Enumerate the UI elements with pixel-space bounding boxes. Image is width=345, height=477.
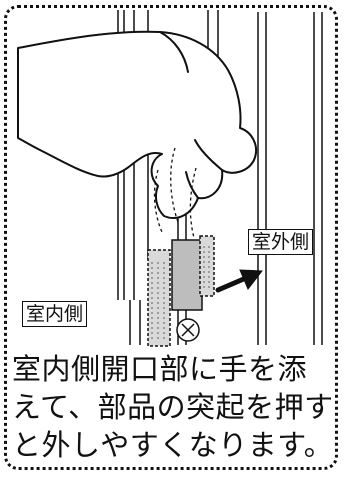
hidden-fingers	[153, 147, 197, 239]
outdoor-side-label: 室外側	[248, 229, 314, 255]
illustration	[17, 10, 323, 347]
caption-line-1: 室内側開口部に手を添	[12, 352, 308, 386]
screw-icon	[176, 318, 200, 342]
instruction-caption: 室内側開口部に手を添 えて、部品の突起を押す と外しやすくなります。	[12, 350, 336, 464]
dotted-frame	[4, 5, 338, 470]
caption-line-2: えて、部品の突起を押す	[12, 390, 334, 424]
indoor-side-label: 室内側	[22, 301, 88, 327]
arrow-icon	[215, 269, 263, 293]
hand-icon	[17, 30, 258, 219]
caption-line-3: と外しやすくなります。	[12, 428, 334, 462]
part-icon	[147, 235, 215, 347]
